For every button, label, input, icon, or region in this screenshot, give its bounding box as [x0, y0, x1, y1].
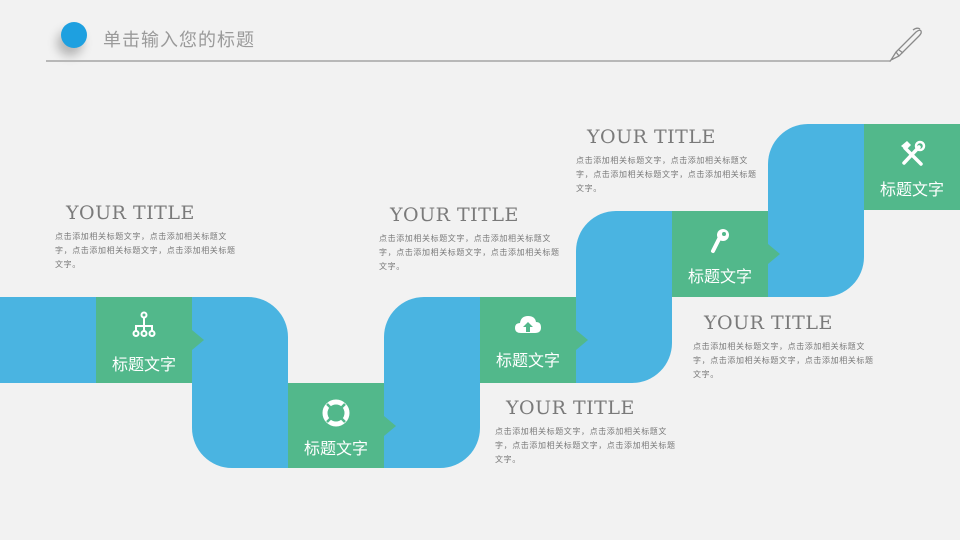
step-3-arrow — [576, 330, 588, 350]
step-4[interactable]: 标题文字 — [672, 211, 768, 297]
ribbon-segment-3 — [576, 211, 672, 383]
step-3[interactable]: 标题文字 — [480, 297, 576, 383]
step-2-arrow — [384, 416, 396, 436]
ribbon-segment-4 — [768, 124, 864, 297]
text-block-5-title[interactable]: YOUR TITLE — [704, 312, 833, 334]
text-block-5-body[interactable]: 点击添加相关标题文字，点击添加相关标题文字，点击添加相关标题文字，点击添加相关标… — [693, 342, 874, 379]
step-1[interactable]: 标题文字 — [96, 297, 192, 383]
text-block-4-title[interactable]: YOUR TITLE — [506, 397, 635, 419]
text-block-1-body[interactable]: 点击添加相关标题文字，点击添加相关标题文字，点击添加相关标题文字，点击添加相关标… — [55, 232, 236, 269]
text-block-4-body[interactable]: 点击添加相关标题文字，点击添加相关标题文字，点击添加相关标题文字，点击添加相关标… — [495, 427, 676, 464]
text-block-3-title[interactable]: YOUR TITLE — [587, 126, 716, 148]
slide-title[interactable]: 单击输入您的标题 — [103, 30, 255, 51]
step-5[interactable]: 标题文字 — [864, 124, 960, 210]
step-1-label: 标题文字 — [111, 355, 176, 374]
pen-icon — [889, 27, 922, 62]
step-2[interactable]: 标题文字 — [288, 383, 384, 468]
hierarchy-icon — [132, 311, 156, 337]
key-icon — [711, 229, 729, 253]
ribbon-segment-1 — [192, 297, 288, 468]
text-block-1: YOUR TITLE 点击添加相关标题文字，点击添加相关标题文字，点击添加相关标… — [55, 202, 240, 272]
tools-icon — [901, 140, 926, 166]
header-accent-dot — [61, 22, 87, 48]
step-4-label: 标题文字 — [687, 267, 752, 286]
text-block-5: YOUR TITLE 点击添加相关标题文字，点击添加相关标题文字，点击添加相关标… — [693, 312, 878, 382]
step-2-label: 标题文字 — [303, 439, 368, 458]
text-block-2-body[interactable]: 点击添加相关标题文字，点击添加相关标题文字，点击添加相关标题文字，点击添加相关标… — [379, 234, 560, 271]
ribbon-segment-2 — [384, 297, 480, 468]
step-4-arrow — [768, 244, 780, 264]
text-block-1-title[interactable]: YOUR TITLE — [66, 202, 195, 224]
text-block-3: YOUR TITLE 点击添加相关标题文字，点击添加相关标题文字，点击添加相关标… — [576, 126, 761, 196]
text-block-2-title[interactable]: YOUR TITLE — [390, 204, 519, 226]
step-1-arrow-overlay — [192, 330, 204, 350]
text-block-3-body[interactable]: 点击添加相关标题文字，点击添加相关标题文字，点击添加相关标题文字，点击添加相关标… — [576, 156, 757, 193]
step-3-label: 标题文字 — [495, 351, 560, 370]
lifebuoy-icon — [322, 399, 350, 427]
ribbon-start — [0, 297, 96, 383]
step-5-label: 标题文字 — [879, 180, 944, 199]
text-block-4: YOUR TITLE 点击添加相关标题文字，点击添加相关标题文字，点击添加相关标… — [495, 397, 680, 467]
header-divider — [46, 60, 891, 62]
cloud-upload-icon — [515, 316, 541, 333]
text-block-2: YOUR TITLE 点击添加相关标题文字，点击添加相关标题文字，点击添加相关标… — [379, 204, 564, 274]
